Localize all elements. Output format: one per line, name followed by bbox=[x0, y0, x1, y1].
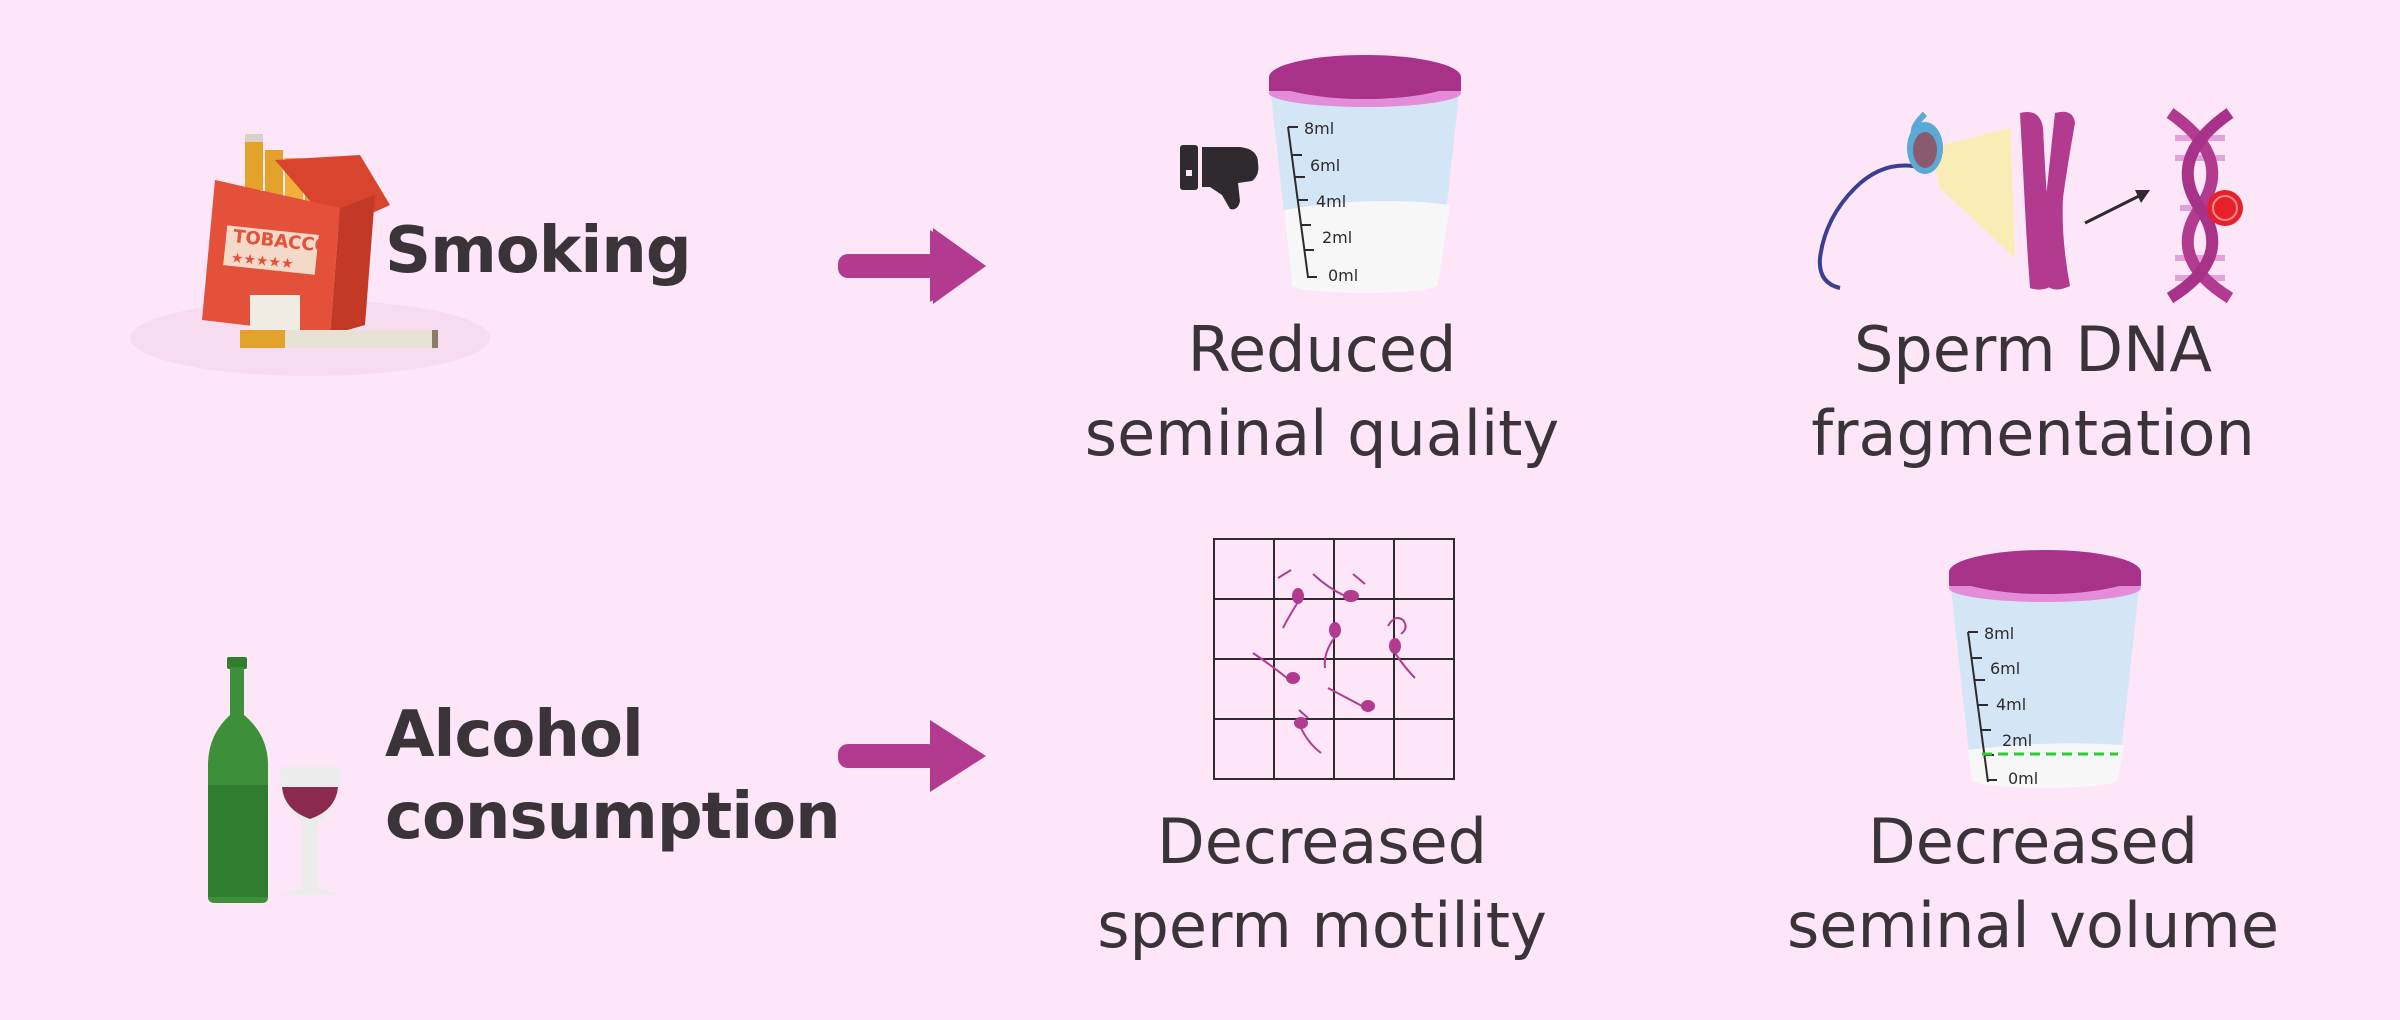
svg-text:8ml: 8ml bbox=[1984, 624, 2014, 643]
svg-text:★★★★★: ★★★★★ bbox=[230, 250, 294, 272]
semen-cup-thumbs-down-icon: 8ml 6ml 4ml 2ml 0ml bbox=[1180, 55, 1461, 293]
cigarette-pack-icon: TOBACCO ★★★★★ bbox=[130, 134, 490, 376]
effect-line2: seminal volume bbox=[1787, 889, 2279, 962]
effect-line1: Decreased bbox=[1867, 805, 2199, 878]
effect-line1: Decreased bbox=[1156, 805, 1488, 878]
effect-reduced-seminal-quality: Reduced seminal quality bbox=[1002, 308, 1642, 476]
semen-cup-low-icon: 8ml 6ml 4ml 2ml 0ml bbox=[1949, 550, 2141, 788]
effect-decreased-sperm-motility: Decreased sperm motility bbox=[1002, 800, 1642, 968]
svg-text:4ml: 4ml bbox=[1996, 695, 2026, 714]
effect-sperm-dna-fragmentation: Sperm DNA fragmentation bbox=[1713, 308, 2353, 476]
arrow-icon bbox=[838, 228, 986, 304]
pack-label bbox=[223, 225, 319, 275]
effect-line1: Reduced bbox=[1187, 313, 1457, 386]
svg-text:6ml: 6ml bbox=[1310, 156, 1340, 175]
wine-bottle-glass-icon bbox=[208, 657, 341, 903]
svg-text:6ml: 6ml bbox=[1990, 659, 2020, 678]
svg-text:2ml: 2ml bbox=[1322, 228, 1352, 247]
svg-text:4ml: 4ml bbox=[1316, 192, 1346, 211]
alcohol-label-line2: consumption bbox=[385, 780, 841, 854]
svg-text:8ml: 8ml bbox=[1304, 119, 1334, 138]
alcohol-label-line1: Alcohol bbox=[385, 698, 644, 772]
sperm-grid-icon bbox=[1213, 538, 1455, 780]
effect-line2: fragmentation bbox=[1811, 397, 2255, 470]
effect-line2: sperm motility bbox=[1097, 889, 1547, 962]
effect-line1: Sperm DNA bbox=[1854, 313, 2212, 386]
svg-text:2ml: 2ml bbox=[2002, 731, 2032, 750]
svg-text:0ml: 0ml bbox=[2008, 769, 2038, 788]
effect-decreased-seminal-volume: Decreased seminal volume bbox=[1713, 800, 2353, 968]
dna-fragmentation-icon bbox=[1817, 108, 2243, 304]
arrow-icon bbox=[838, 720, 986, 792]
svg-text:0ml: 0ml bbox=[1328, 266, 1358, 285]
alcohol-label: Alcohol consumption bbox=[385, 694, 841, 858]
effect-line2: seminal quality bbox=[1084, 397, 1560, 470]
smoking-label: Smoking bbox=[385, 214, 692, 288]
